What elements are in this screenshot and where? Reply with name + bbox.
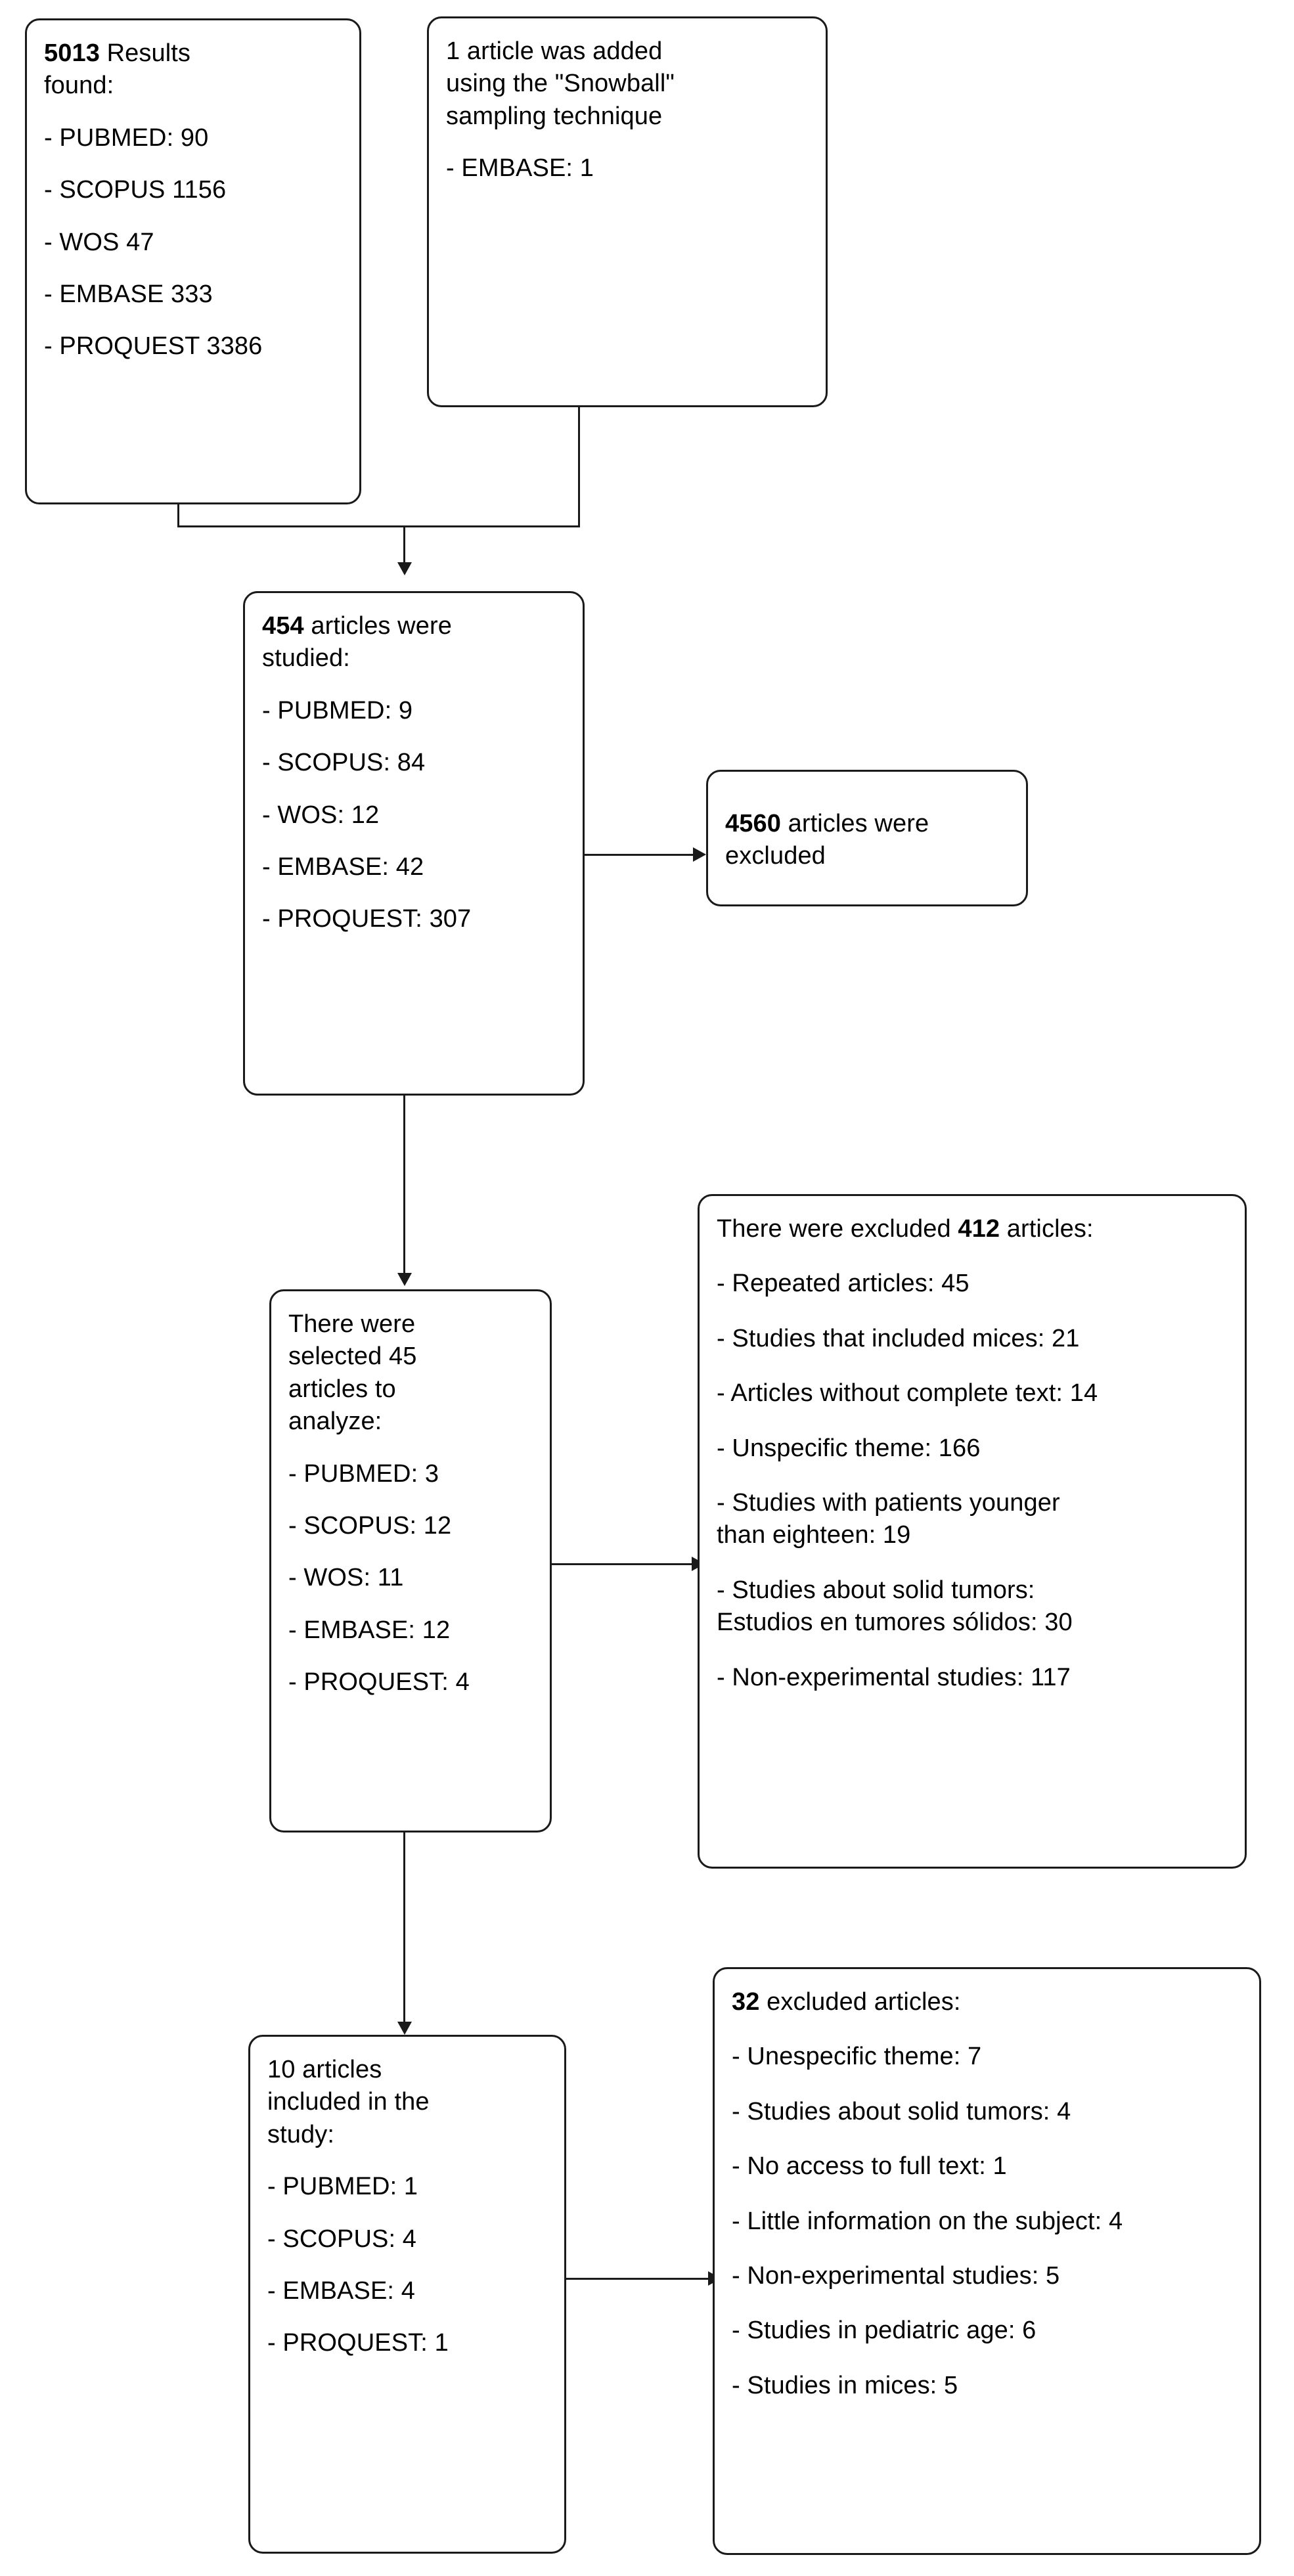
excluded-32-mice: - Studies in mices: 5 [732, 2371, 958, 2399]
articles-studied-heading: 454 articles were studied: [262, 610, 566, 675]
articles-studied-count: 454 [262, 612, 304, 640]
included-10-proquest: - PROQUEST: 1 [267, 2329, 449, 2357]
excluded-32-no-full-text: - No access to full text: 1 [732, 2152, 1007, 2181]
connector-454-to-4560 [585, 854, 696, 856]
included-10-embase: - EMBASE: 4 [267, 2276, 415, 2305]
excluded-412-non-experimental: - Non-experimental studies: 117 [717, 1663, 1071, 1691]
excluded-32-pediatric: - Studies in pediatric age: 6 [732, 2317, 1037, 2345]
selected-45-heading: There were selected 45 articles to analy… [288, 1310, 417, 1436]
excluded-4560-box[interactable]: 4560 articles were excluded [706, 770, 1028, 906]
connector-454-down [403, 1096, 405, 1279]
excluded-412-count: 412 [958, 1215, 1000, 1243]
snowball-description: 1 article was added using the "Snowball"… [446, 37, 675, 130]
excluded-412-unspecific: - Unspecific theme: 166 [717, 1434, 981, 1462]
results-found-scopus: - SCOPUS 1156 [44, 176, 227, 204]
results-found-embase: - EMBASE 333 [44, 280, 213, 308]
results-found-wos: - WOS 47 [44, 228, 154, 256]
excluded-32-non-experimental: - Non-experimental studies: 5 [732, 2261, 1060, 2290]
snowball-embase: - EMBASE: 1 [446, 154, 594, 183]
connector-box1-down [177, 504, 179, 527]
excluded-412-under-eighteen: - Studies with patients younger than eig… [717, 1488, 1060, 1549]
results-found-heading: 5013 Results found: [44, 37, 342, 102]
selected-45-wos: - WOS: 11 [288, 1564, 404, 1592]
excluded-32-little-info: - Little information on the subject: 4 [732, 2207, 1123, 2235]
articles-studied-scopus: - SCOPUS: 84 [262, 749, 426, 777]
excluded-412-box[interactable]: There were excluded 412 articles: - Repe… [698, 1194, 1247, 1869]
results-found-pubmed: - PUBMED: 90 [44, 123, 209, 152]
arrowhead-to-included-10 [397, 2022, 412, 2035]
connector-45-down [403, 1832, 405, 2030]
selected-45-scopus: - SCOPUS: 12 [288, 1511, 452, 1540]
selected-45-proquest: - PROQUEST: 4 [288, 1668, 470, 1697]
results-found-count: 5013 [44, 39, 100, 67]
included-10-scopus: - SCOPUS: 4 [267, 2225, 417, 2253]
excluded-412-repeated: - Repeated articles: 45 [717, 1270, 970, 1298]
selected-45-pubmed: - PUBMED: 3 [288, 1459, 439, 1488]
selected-45-box[interactable]: There were selected 45 articles to analy… [269, 1289, 552, 1832]
results-found-box[interactable]: 5013 Results found: - PUBMED: 90 - SCOPU… [25, 18, 361, 504]
selected-45-embase: - EMBASE: 12 [288, 1616, 451, 1644]
excluded-32-box[interactable]: 32 excluded articles: - Unespecific them… [713, 1967, 1261, 2555]
excluded-412-mice: - Studies that included mices: 21 [717, 1324, 1080, 1352]
results-found-proquest: - PROQUEST 3386 [44, 332, 263, 361]
excluded-4560-heading: 4560 articles were excluded [725, 808, 929, 873]
snowball-added-box[interactable]: 1 article was added using the "Snowball"… [427, 16, 828, 407]
articles-studied-wos: - WOS: 12 [262, 801, 380, 829]
articles-studied-label: articles were studied: [262, 612, 452, 673]
arrowhead-to-excluded-4560 [693, 847, 706, 862]
connector-box2-down [578, 407, 580, 527]
excluded-32-solid-tumors: - Studies about solid tumors: 4 [732, 2097, 1071, 2125]
excluded-412-prefix: There were excluded [717, 1215, 958, 1243]
excluded-412-suffix: articles: [1000, 1215, 1094, 1243]
included-10-pubmed: - PUBMED: 1 [267, 2173, 418, 2201]
articles-studied-pubmed: - PUBMED: 9 [262, 696, 413, 724]
connector-45-to-412 [552, 1563, 698, 1565]
connector-10-to-32 [566, 2278, 714, 2280]
excluded-4560-label: articles were excluded [725, 809, 929, 870]
included-10-heading: 10 articles included in the study: [267, 2056, 430, 2148]
included-10-box[interactable]: 10 articles included in the study: - PUB… [248, 2035, 566, 2554]
articles-studied-box[interactable]: 454 articles were studied: - PUBMED: 9 -… [243, 591, 585, 1096]
excluded-412-solid-tumors: - Studies about solid tumors: Estudios e… [717, 1576, 1073, 1637]
excluded-32-heading: 32 excluded articles: [732, 1986, 1242, 2018]
articles-studied-embase: - EMBASE: 42 [262, 853, 424, 881]
connector-merge-down [403, 525, 405, 570]
excluded-32-unespecific: - Unespecific theme: 7 [732, 2043, 982, 2071]
articles-studied-proquest: - PROQUEST: 307 [262, 905, 472, 933]
excluded-32-count: 32 [732, 1988, 760, 2016]
results-found-label: Results found: [44, 39, 191, 100]
excluded-4560-count: 4560 [725, 809, 781, 837]
arrowhead-to-selected-45 [397, 1273, 412, 1286]
excluded-412-heading: There were excluded 412 articles: [717, 1213, 1228, 1245]
excluded-32-label: excluded articles: [759, 1988, 961, 2016]
excluded-412-no-full-text: - Articles without complete text: 14 [717, 1379, 1098, 1408]
arrowhead-to-articles-studied [397, 562, 412, 575]
connector-merge-bus [177, 525, 580, 527]
